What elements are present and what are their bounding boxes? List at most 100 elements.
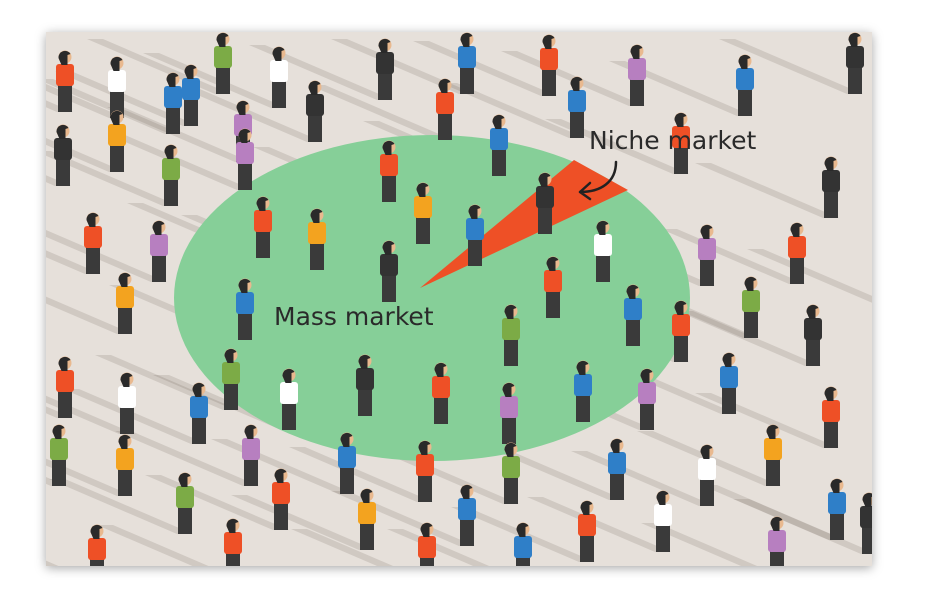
person-figure-icon [222,348,240,410]
person-figure-icon [270,46,288,108]
person-figure-icon [540,34,558,96]
person-figure-icon [828,478,846,540]
person-figure-icon [432,362,450,424]
person-figure-icon [736,54,754,116]
mass-market-label: Mass market [274,302,434,331]
person-figure-icon [502,304,520,366]
person-shadow [46,458,133,496]
person-figure-icon [176,472,194,534]
person-figure-icon [672,112,690,174]
person-shadow [387,529,490,566]
person-figure-icon [698,444,716,506]
person-figure-icon [54,124,72,186]
person-shadow [331,491,475,546]
person-figure-icon [822,156,840,218]
person-figure-icon [272,468,290,530]
person-figure-icon [514,522,532,566]
person-figure-icon [578,500,596,562]
person-shadow [143,53,287,108]
person-figure-icon [214,32,232,94]
person-figure-icon [380,240,398,302]
person-figure-icon [720,352,738,414]
person-figure-icon [742,276,760,338]
person-shadow [441,83,585,138]
person-shadow [49,479,193,534]
person-figure-icon [236,128,254,190]
person-shadow [107,107,251,162]
person-figure-icon [638,368,656,430]
person-figure-icon [182,64,200,126]
crowd [50,32,872,566]
illustration: Niche market Mass market [46,32,872,566]
person-figure-icon [50,424,68,486]
person-figure-icon [242,424,260,486]
person-figure-icon [254,196,272,258]
person-figure-icon [116,272,134,334]
person-figure-icon [56,356,74,418]
person-shadow [46,230,167,282]
person-figure-icon [108,56,126,118]
person-figure-icon [574,360,592,422]
person-shadow [109,135,253,190]
person-figure-icon [624,284,642,346]
person-figure-icon [764,424,782,486]
person-figure-icon [608,438,626,500]
person-shadow [413,41,557,96]
person-figure-icon [56,50,74,112]
person-figure-icon [860,492,872,554]
person-shadow [145,475,289,530]
person-figure-icon [490,114,508,176]
person-figure-icon [164,72,182,134]
person-shadow [46,151,179,206]
person-shadow [309,85,453,140]
person-figure-icon [466,204,484,266]
person-shadow [249,45,393,100]
person-shadow [115,431,259,486]
person-figure-icon [108,110,126,172]
person-figure-icon [88,524,106,566]
person-figure-icon [768,516,786,566]
person-figure-icon [116,434,134,496]
niche-market-label: Niche market [589,126,756,155]
person-figure-icon [822,386,840,448]
person-shadow [291,529,394,566]
person-figure-icon [654,490,672,552]
person-figure-icon [458,484,476,546]
person-shadow [641,523,758,566]
person-shadow [55,71,199,126]
person-shadow [179,87,323,142]
person-figure-icon [416,440,434,502]
person-figure-icon [628,44,646,106]
person-figure-icon [500,382,518,444]
market-illustration: Niche market Mass market [46,32,872,566]
person-figure-icon [788,222,806,284]
person-shadow [747,249,872,303]
person-shadow [46,560,59,566]
person-shadow [527,497,671,552]
person-shadow [63,389,207,444]
person-shadow [677,311,821,366]
person-shadow [231,495,375,550]
person-figure-icon [280,368,298,430]
person-shadow [733,499,872,554]
person-figure-icon [162,144,180,206]
person-figure-icon [308,208,326,270]
curved-arrow-icon [578,160,618,201]
person-figure-icon [414,182,432,244]
person-figure-icon [118,372,136,434]
person-figure-icon [544,256,562,318]
person-figure-icon [356,354,374,416]
person-figure-icon [380,140,398,202]
person-figure-icon [306,80,324,142]
person-shadow [46,296,133,334]
person-figure-icon [338,432,356,494]
person-figure-icon [502,442,520,504]
person-figure-icon [804,304,822,366]
person-shadow [695,163,839,218]
person-figure-icon [594,220,612,282]
person-figure-icon [224,518,242,566]
person-figure-icon [846,32,864,94]
person-figure-icon [236,278,254,340]
person-shadow [97,525,209,566]
person-shadow [719,39,863,94]
